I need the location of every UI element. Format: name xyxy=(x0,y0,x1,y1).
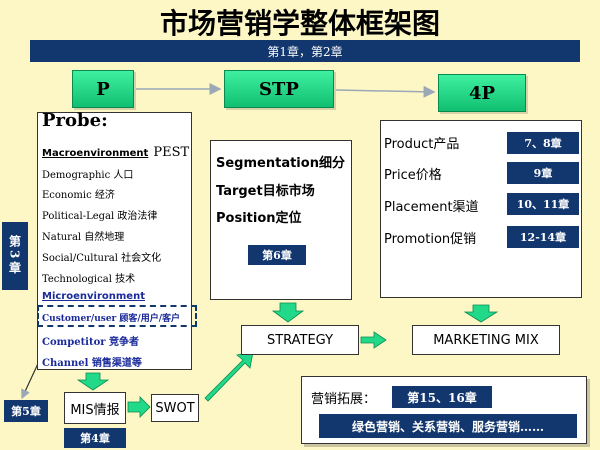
probe-item: Natural 自然地理 xyxy=(42,232,125,243)
page-title: 市场营销学整体框架图 xyxy=(159,7,440,40)
four-p-item: Promotion促销 xyxy=(384,232,477,247)
four-p-chapter-badge: 9章 xyxy=(507,162,579,184)
expansion-label: 营销拓展： xyxy=(311,392,377,407)
four-p-chapter-badge: 12-14章 xyxy=(507,226,579,248)
probe-item: Demographic 人口 xyxy=(42,170,134,181)
probe-panel xyxy=(37,112,192,370)
customer-highlight xyxy=(37,305,197,327)
micro-label: Microenvironment xyxy=(42,291,145,302)
marketing-mix-box: MARKETING MIX xyxy=(412,325,560,355)
expansion-topics: 绿色营销、关系营销、服务营销…… xyxy=(319,414,577,438)
stp-header: STP xyxy=(224,70,334,108)
stp-chapter-badge: 第6章 xyxy=(248,245,306,265)
chapter-bar: 第1章，第2章 xyxy=(30,40,580,62)
four-p-chapter-badge: 7、8章 xyxy=(507,132,579,154)
probe-item: Social/Cultural 社会文化 xyxy=(42,253,162,264)
chapter5-badge: 第5章 xyxy=(4,400,48,422)
arrow-swot-to-strategy xyxy=(204,351,254,402)
four-p-item: Product产品 xyxy=(384,137,460,152)
probe-heading: Probe: xyxy=(42,110,108,131)
arrow-probe-to-mis xyxy=(76,372,110,391)
mis-chapter-badge: 第4章 xyxy=(64,428,126,448)
mis-box: MIS情报 xyxy=(64,392,126,424)
macro-label: Macroenvironment xyxy=(42,148,149,159)
four-p-item: Placement渠道 xyxy=(384,200,479,215)
probe-item: Political-Legal 政治法律 xyxy=(42,211,158,222)
stp-panel xyxy=(210,140,352,300)
swot-box: SWOT xyxy=(151,394,199,422)
stp-item: Segmentation细分 xyxy=(216,156,345,171)
arrow-stp-to-4p xyxy=(335,85,436,98)
arrow-mis-to-swot xyxy=(127,396,151,418)
strategy-box: STRATEGY xyxy=(241,325,359,355)
stp-item: Position定位 xyxy=(216,211,302,226)
four-p-item: Price价格 xyxy=(384,168,442,183)
micro-item: Customer/user 顾客/用户/客户 xyxy=(42,314,180,324)
macro-suffix: PEST xyxy=(153,145,190,160)
micro-item: Channel 销售渠道等 xyxy=(42,358,142,369)
four-p-header: 4P xyxy=(438,74,526,112)
probe-item: Technological 技术 xyxy=(42,274,136,285)
stp-item: Target目标市场 xyxy=(216,184,315,199)
arrow-stp-to-strategy xyxy=(271,302,305,323)
probe-item: Economic 经济 xyxy=(42,190,115,201)
micro-item: Competitor 竞争者 xyxy=(42,337,140,348)
p-header: P xyxy=(72,70,134,108)
arrow-strategy-to-mix xyxy=(360,331,387,349)
arrow-4p-to-mix xyxy=(463,304,499,323)
expansion-chapter-badge: 第15、16章 xyxy=(392,386,492,408)
four-p-chapter-badge: 10、11章 xyxy=(507,193,579,215)
side-chapter-badge: 第3章 xyxy=(2,222,28,290)
macro-row: Macroenvironment PEST xyxy=(42,141,189,160)
